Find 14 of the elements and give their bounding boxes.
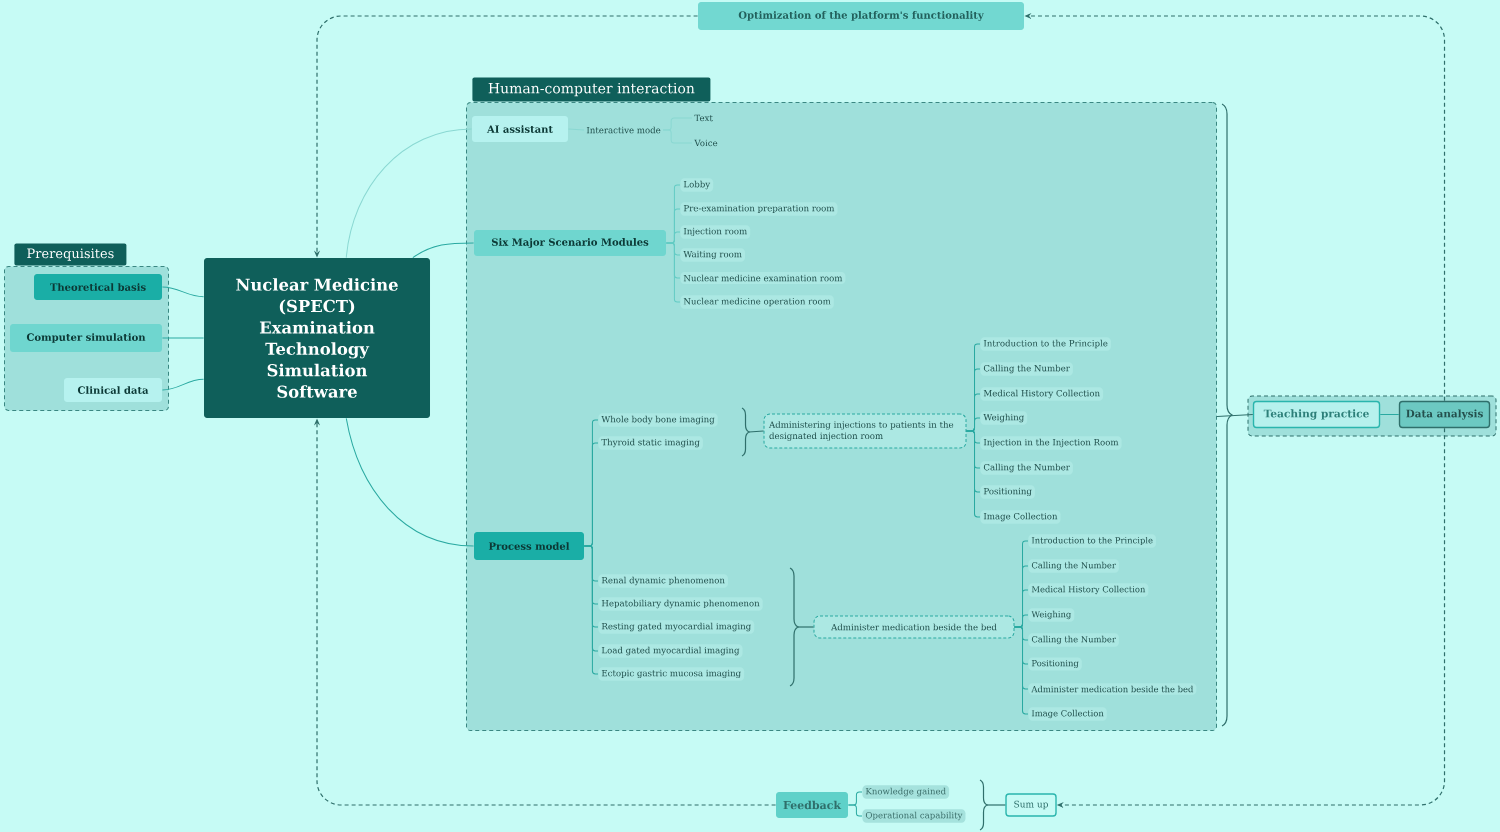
- connector-line: [665, 242, 681, 303]
- connector-line: [161, 378, 205, 391]
- connector-line: [161, 286, 205, 298]
- connector-line: [412, 242, 475, 259]
- connector-line: [161, 337, 205, 339]
- connector-line: [1216, 414, 1254, 417]
- connector-line: [1379, 414, 1400, 415]
- central-topic-box: Nuclear Medicine (SPECT) Examination Technology Simulation Software: [204, 258, 430, 418]
- connector-line: [583, 545, 599, 675]
- connector-line: [345, 417, 475, 547]
- connector-line: [966, 430, 981, 518]
- connector-line: [345, 128, 473, 259]
- connector-line: [1014, 626, 1029, 715]
- connector-line: [847, 804, 863, 817]
